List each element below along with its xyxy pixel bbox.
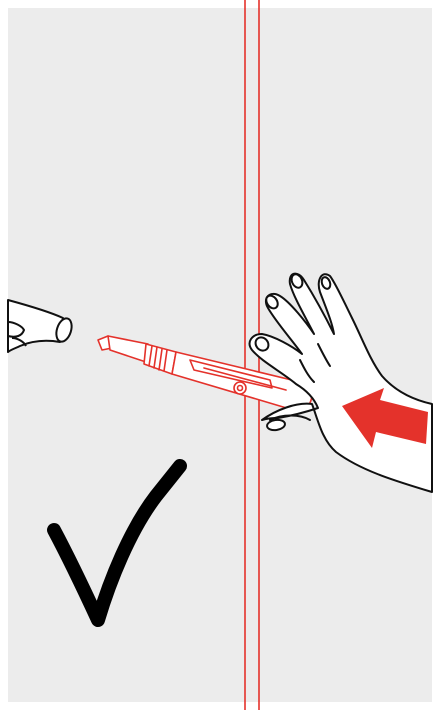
push-arrow-icon [342,388,428,448]
hand-icon [248,272,433,493]
checkmark-icon [47,459,187,627]
vacuum-nozzle-icon [7,299,73,353]
